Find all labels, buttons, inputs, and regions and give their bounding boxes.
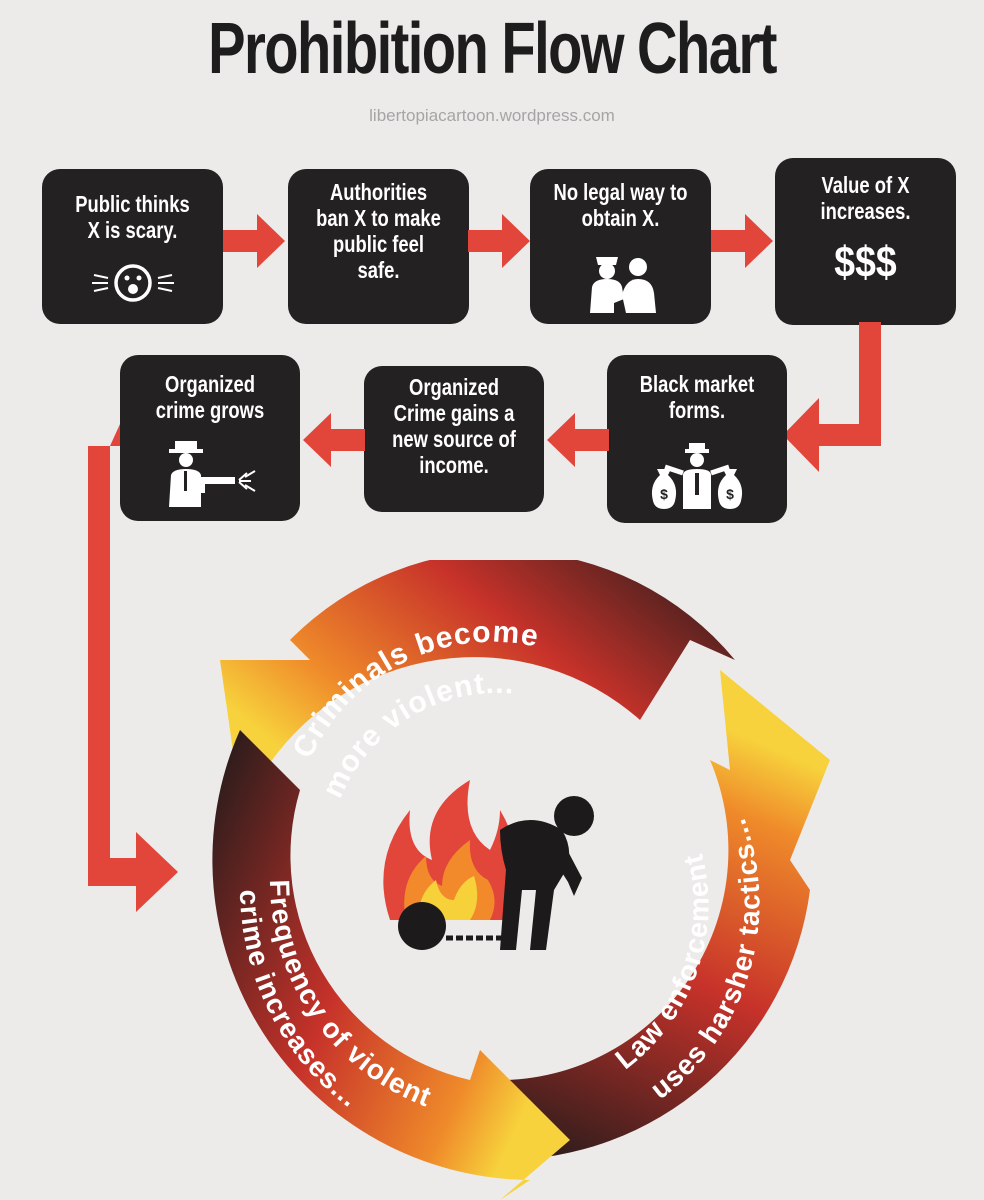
step-label: Authorities ban X to make public feel sa… — [316, 179, 441, 283]
cycle-arrow-right — [490, 670, 830, 1161]
step-label: Public thinks X is scary. — [75, 191, 190, 243]
step-organized-crime-grows: Organized crime grows — [120, 355, 300, 521]
prisoner-ball-chain-fire-icon — [383, 780, 594, 950]
money-icon: $$$ — [834, 238, 897, 287]
cycle-arrow-top — [220, 560, 735, 800]
page-title: Prohibition Flow Chart — [208, 9, 777, 89]
police-arrest-icon — [589, 257, 656, 313]
arrow-1-to-2 — [223, 214, 285, 268]
step-organized-crime-income: Organized Crime gains a new source of in… — [364, 366, 544, 512]
svg-text:$: $ — [726, 486, 734, 502]
step-value-increases: Value of X increases. $$$ — [775, 158, 956, 325]
step-label: Value of X increases. — [820, 172, 911, 224]
step-no-legal-way: No legal way to obtain X. — [530, 169, 711, 324]
scared-face-icon — [91, 264, 174, 302]
step-label: Organized crime grows — [155, 371, 265, 423]
step-label: Organized Crime gains a new source of in… — [392, 374, 516, 478]
violence-cycle: Criminals become more violent... Law enf… — [212, 560, 830, 1200]
step-authorities-ban: Authorities ban X to make public feel sa… — [288, 169, 469, 324]
step-black-market: Black market forms. $ $ — [607, 355, 787, 523]
arrow-3-to-4 — [711, 214, 773, 268]
arrow-5-to-6 — [547, 413, 609, 467]
svg-text:$: $ — [660, 486, 668, 502]
step-label: Black market forms. — [639, 371, 755, 423]
money-bags-man-icon: $ $ — [651, 443, 743, 509]
arrow-2-to-3 — [468, 214, 530, 268]
arrow-7-to-cycle — [88, 424, 178, 912]
step-public-thinks: Public thinks X is scary. — [42, 169, 223, 324]
arrow-6-to-7 — [303, 413, 365, 467]
source-url: libertopiacartoon.wordpress.com — [369, 106, 615, 125]
step-label: No legal way to obtain X. — [553, 179, 688, 231]
arrow-4-to-5 — [783, 322, 881, 472]
gangster-gun-icon — [169, 441, 256, 507]
cycle-arrow-left — [212, 730, 570, 1200]
